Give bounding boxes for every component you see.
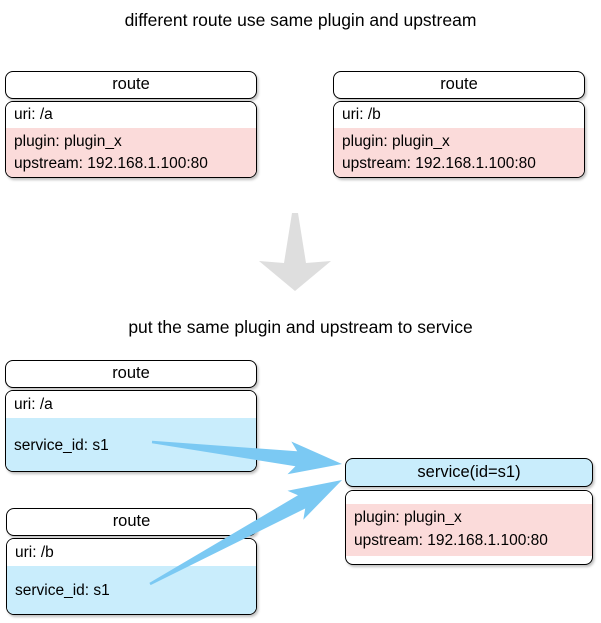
service-upstream: upstream: 192.168.1.100:80 xyxy=(354,532,548,549)
route-b-uri: uri: /b xyxy=(334,102,584,128)
service-plugin: plugin: plugin_x xyxy=(354,509,462,526)
route-b-upstream: upstream: 192.168.1.100:80 xyxy=(342,155,536,172)
route-b2-header: route xyxy=(6,508,257,536)
route-b2-uri: uri: /b xyxy=(7,539,256,566)
section2-title: put the same plugin and upstream to serv… xyxy=(128,317,473,337)
route-b-node: route uri: /b plugin: plugin_x upstream:… xyxy=(333,71,585,178)
section1-title: different route use same plugin and upst… xyxy=(124,10,477,30)
route-a-uri: uri: /a xyxy=(6,102,256,128)
route-b-header: route xyxy=(333,71,585,99)
route-a2-service-band: service_id: s1 xyxy=(6,418,256,471)
route-a-node: route uri: /a plugin: plugin_x upstream:… xyxy=(5,71,257,178)
service-body-spacer xyxy=(346,491,592,504)
route-b-shared-config-band: plugin: plugin_x upstream: 192.168.1.100… xyxy=(334,128,584,177)
route-a2-node: route uri: /a service_id: s1 xyxy=(5,360,257,472)
route-a2-header: route xyxy=(5,360,257,388)
service-node: service(id=s1) plugin: plugin_x upstream… xyxy=(345,458,593,565)
service-header: service(id=s1) xyxy=(345,458,593,487)
transform-down-arrow-icon xyxy=(259,213,331,291)
route-b2-node: route uri: /b service_id: s1 xyxy=(6,508,257,615)
service-shared-config-band: plugin: plugin_x upstream: 192.168.1.100… xyxy=(346,504,592,556)
route-a-upstream: upstream: 192.168.1.100:80 xyxy=(14,155,208,172)
route-a2-uri: uri: /a xyxy=(6,391,256,418)
route-b-plugin: plugin: plugin_x xyxy=(342,133,450,150)
route-a-header: route xyxy=(5,71,257,99)
route-b2-service-id: service_id: s1 xyxy=(15,582,110,599)
route-b2-service-band: service_id: s1 xyxy=(7,566,256,614)
route-a-plugin: plugin: plugin_x xyxy=(14,133,122,150)
route-a-shared-config-band: plugin: plugin_x upstream: 192.168.1.100… xyxy=(6,128,256,177)
route-a2-service-id: service_id: s1 xyxy=(14,436,109,454)
